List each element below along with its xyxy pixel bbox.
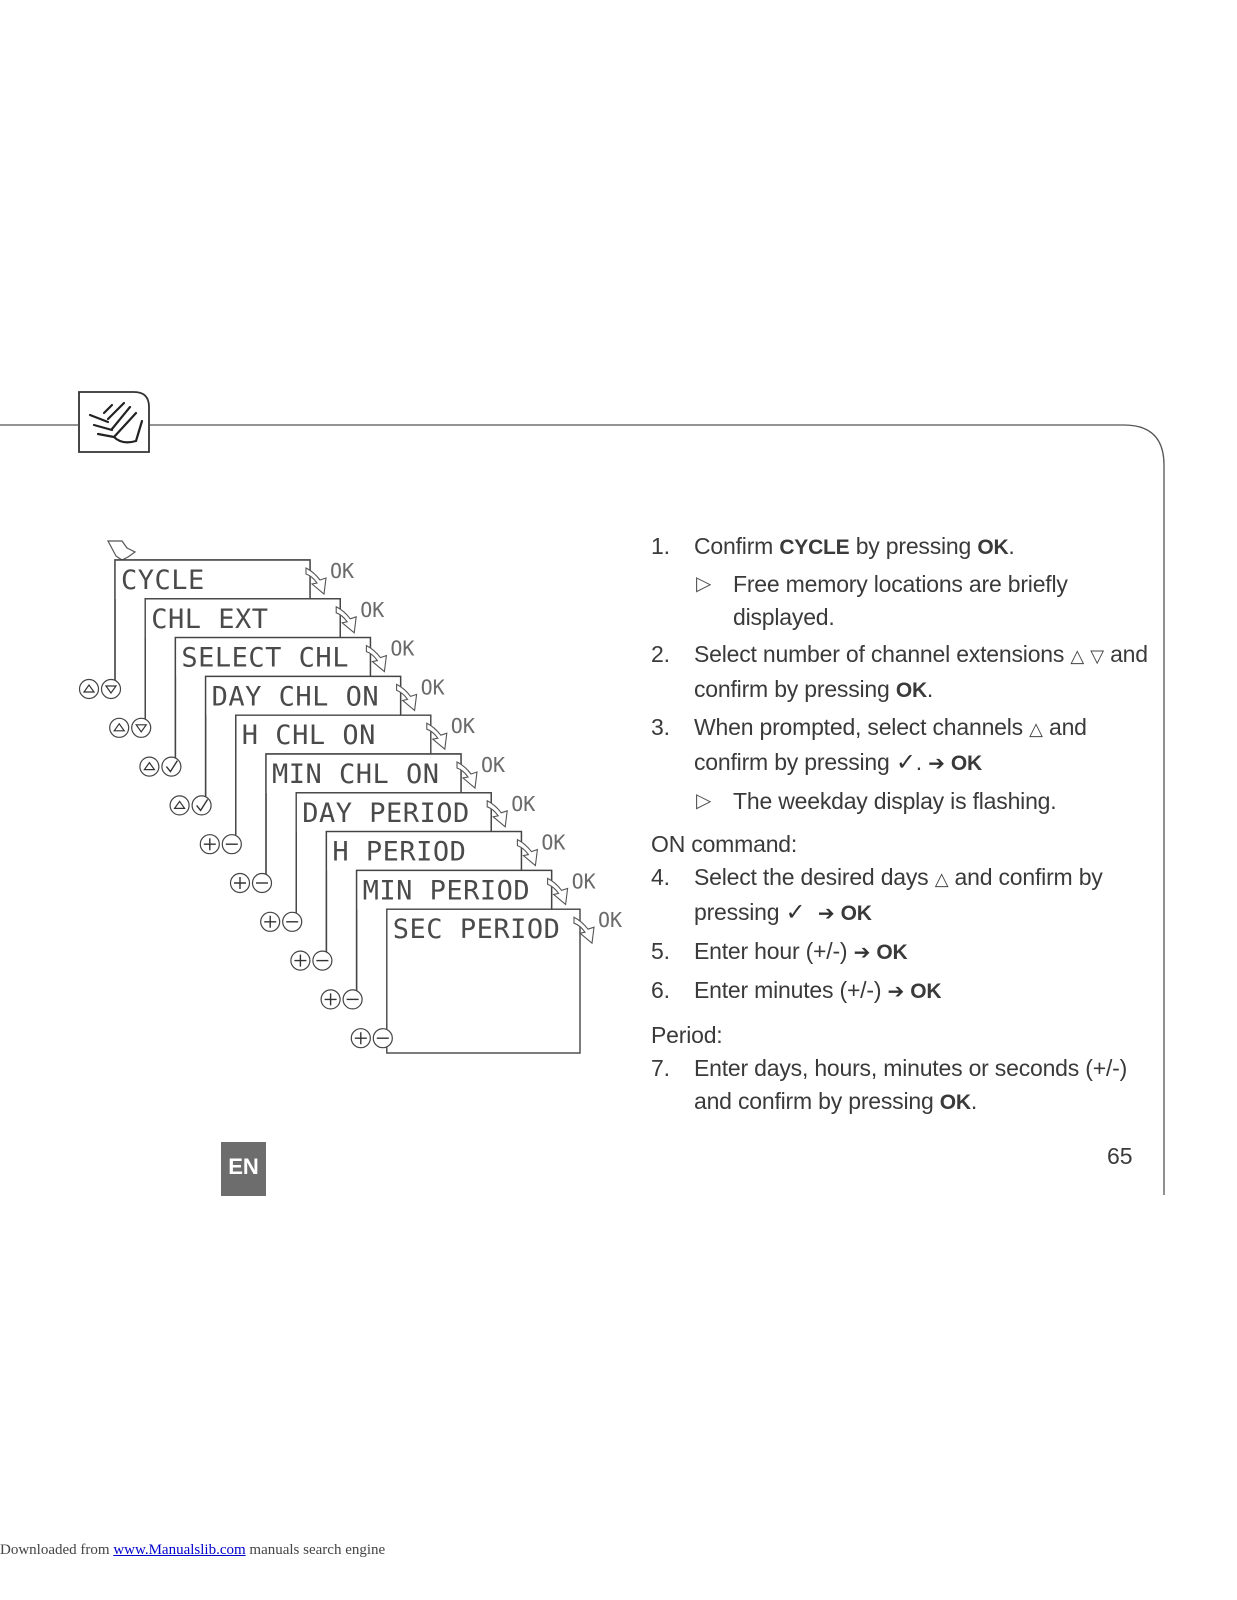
- step-1: 1. Confirm CYCLE by pressing OK.: [651, 533, 1015, 559]
- step-3-result: ▷ The weekday display is flashing.: [651, 785, 1151, 818]
- check-icon: [165, 760, 178, 773]
- ok-arrow-icon: [456, 761, 478, 790]
- ok-label: OK: [481, 753, 505, 777]
- step-1-result: ▷ Free memory locations are briefly disp…: [651, 568, 1151, 634]
- button-pair-10: [350, 1028, 393, 1049]
- button-pair-4: [169, 795, 212, 816]
- up-triangle-icon: [143, 761, 156, 771]
- lcd-screen-9: MIN PERIOD OK: [355, 869, 596, 991]
- step-5: 5. Enter hour (+/-) ➔ OK: [651, 938, 908, 964]
- check-icon: ✓: [785, 899, 806, 926]
- check-icon: [196, 799, 209, 812]
- up-triangle-icon: [82, 683, 96, 693]
- instruction-list: 1. Confirm CYCLE by pressing OK. ▷ Free …: [651, 530, 1151, 1123]
- ok-arrow-icon: [573, 916, 595, 945]
- step-2: 2. Select number of channel extensions △…: [651, 641, 1148, 702]
- down-triangle-icon: [104, 685, 118, 695]
- plus-icon: [294, 954, 307, 967]
- plus-icon: [264, 915, 277, 928]
- step-4: 4. Select the desired days △ and confirm…: [651, 864, 1103, 926]
- button-pair-7: [260, 911, 303, 932]
- step-3: 3. When prompted, select channels △ and …: [651, 714, 1087, 776]
- ok-label: OK: [421, 675, 445, 699]
- on-command-heading: ON command:: [651, 831, 798, 857]
- lcd-screen-6: MIN CHL ON OK: [265, 753, 505, 874]
- ok-arrow-icon: [305, 567, 327, 596]
- step-6: 6. Enter minutes (+/-) ➔ OK: [651, 977, 942, 1003]
- plus-icon: [324, 993, 337, 1006]
- up-triangle-icon: [113, 722, 126, 732]
- lcd-text: CYCLE: [121, 565, 205, 596]
- button-pair-1: [78, 678, 122, 700]
- lcd-text: DAY PERIOD: [302, 798, 470, 829]
- button-pair-5: [199, 834, 242, 855]
- ok-label: OK: [360, 598, 384, 622]
- lcd-screen-4: DAY CHL ON OK: [204, 675, 445, 797]
- button-pair-2: [109, 717, 152, 738]
- entry-arrow-icon: [107, 540, 137, 561]
- sub-triangle-icon: ▷: [696, 573, 712, 595]
- manualslib-link[interactable]: www.Manualslib.com: [113, 1542, 246, 1558]
- up-triangle-icon: △: [1070, 646, 1085, 666]
- right-arrow-icon: ➔: [853, 942, 871, 964]
- ok-arrow-icon: [365, 644, 388, 673]
- ok-label: OK: [451, 714, 475, 738]
- lcd-screen-7: DAY PERIOD OK: [295, 792, 535, 913]
- sub-triangle-icon: ▷: [696, 790, 712, 812]
- plus-icon: [354, 1032, 367, 1045]
- page-number: 65: [1107, 1143, 1133, 1169]
- plus-icon: [234, 877, 246, 889]
- lcd-text: H PERIOD: [332, 837, 466, 868]
- up-triangle-icon: [173, 800, 186, 809]
- up-triangle-icon: △: [1029, 719, 1043, 739]
- ok-label: OK: [511, 792, 535, 816]
- lcd-text: MIN PERIOD: [363, 875, 531, 906]
- ok-label: OK: [598, 908, 622, 932]
- lcd-text: SEC PERIOD: [393, 914, 561, 945]
- lcd-screen-1: CYCLE OK: [114, 559, 354, 680]
- check-icon: ✓: [895, 749, 916, 776]
- ok-arrow-icon: [426, 722, 448, 751]
- lcd-screen-2: CHL EXT OK: [144, 598, 384, 719]
- right-arrow-icon: ➔: [817, 903, 835, 925]
- ok-label: OK: [541, 831, 565, 855]
- step-7: 7. Enter days, hours, minutes or seconds…: [651, 1055, 1128, 1114]
- download-footer: Downloaded from www.Manualslib.com manua…: [0, 1542, 386, 1558]
- right-arrow-icon: ➔: [928, 753, 945, 775]
- lcd-text: SELECT CHL: [181, 643, 349, 674]
- button-pair-8: [290, 950, 333, 971]
- menu-cascade-diagram: CYCLE OK CHL EXT OK SELECT CHL OK DAY CHL ON OK…: [78, 540, 622, 1054]
- ok-label: OK: [572, 869, 596, 893]
- lcd-screen-5: H CHL ON OK: [235, 714, 475, 836]
- right-arrow-icon: ➔: [887, 981, 905, 1003]
- button-pair-9: [320, 989, 363, 1010]
- lcd-text: MIN CHL ON: [272, 759, 440, 790]
- button-pair-6: [229, 872, 273, 894]
- lcd-screen-8: H PERIOD OK: [325, 831, 565, 952]
- button-pair-3: [139, 756, 182, 777]
- ok-label: OK: [330, 559, 354, 583]
- lcd-text: DAY CHL ON: [212, 681, 380, 712]
- lcd-text: H CHL ON: [242, 720, 376, 751]
- plus-icon: [203, 838, 216, 851]
- ok-arrow-icon: [486, 799, 508, 828]
- up-triangle-icon: △: [934, 869, 949, 889]
- ok-arrow-icon: [547, 877, 569, 906]
- ok-arrow-icon: [335, 605, 357, 634]
- hand-icon: [78, 391, 150, 453]
- down-triangle-icon: [135, 724, 148, 733]
- lcd-text: CHL EXT: [151, 604, 268, 635]
- down-triangle-icon: ▽: [1090, 646, 1104, 666]
- period-heading: Period:: [651, 1022, 723, 1048]
- language-badge: EN: [221, 1142, 266, 1196]
- ok-arrow-icon: [396, 683, 418, 712]
- ok-arrow-icon: [516, 838, 539, 867]
- lcd-screen-10: SEC PERIOD OK: [386, 908, 622, 1054]
- ok-label: OK: [390, 637, 414, 661]
